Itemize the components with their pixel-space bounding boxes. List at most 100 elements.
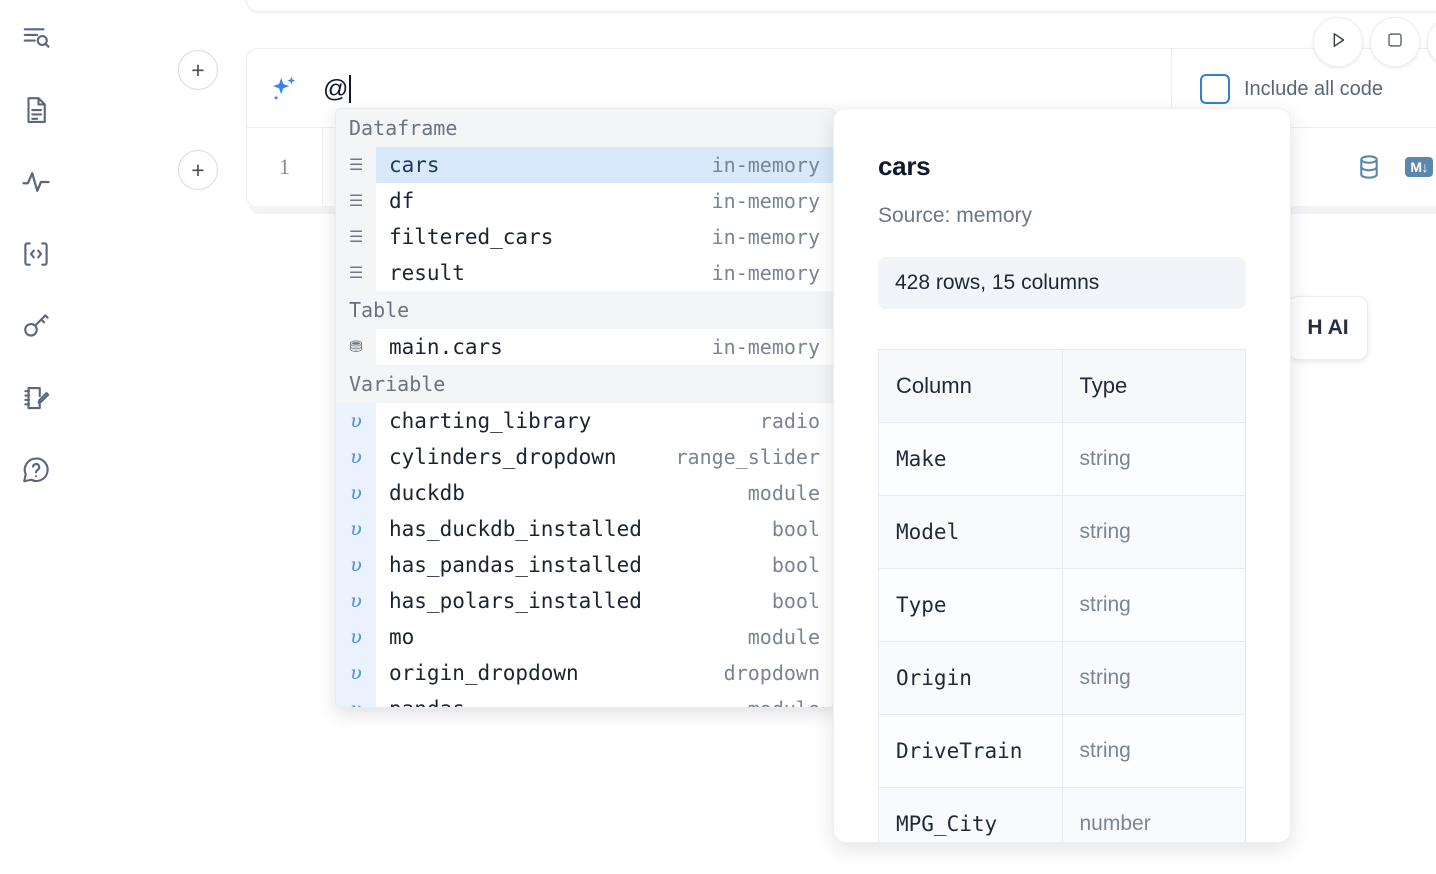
autocomplete-item[interactable]: ⛃ main.cars in-memory	[336, 329, 834, 365]
markdown-badge-label: M↓	[1405, 156, 1433, 178]
ai-prompt-input[interactable]: @	[247, 49, 1172, 129]
autocomplete-item-label: pandas	[376, 697, 748, 707]
play-icon	[1327, 29, 1349, 56]
sidebar-item-help[interactable]	[14, 448, 58, 492]
explore-icon	[21, 23, 51, 53]
activity-icon	[21, 167, 51, 197]
code-cell-icons: M↓	[1355, 128, 1433, 206]
document-icon	[21, 95, 51, 125]
autocomplete-item[interactable]: υpandasmodule	[336, 691, 834, 707]
line-number: 1	[247, 128, 323, 206]
autocomplete-item-meta: bool	[771, 553, 820, 577]
code-icon	[21, 239, 51, 269]
table-column-header: Type	[1061, 349, 1246, 423]
table-column-header: Column	[878, 349, 1063, 423]
autocomplete-item-meta: radio	[759, 409, 820, 433]
stop-button[interactable]	[1370, 17, 1420, 67]
autocomplete-item-label: has_polars_installed	[389, 589, 642, 613]
table-cell-column-name: MPG_City	[878, 787, 1063, 842]
generate-with-ai-button[interactable]: H AI	[1288, 296, 1368, 360]
include-all-code-checkbox[interactable]	[1200, 74, 1230, 104]
add-cell-below-button[interactable]: +	[178, 150, 218, 190]
variable-icon: υ	[336, 403, 376, 439]
autocomplete-item-meta: in-memory	[711, 335, 820, 359]
autocomplete-item[interactable]: υ has_duckdb_installed bool	[336, 511, 834, 547]
sidebar-item-scratchpad[interactable]	[14, 376, 58, 420]
table-cell-column-name: Make	[878, 422, 1063, 496]
ai-prompt-text: @	[323, 75, 352, 104]
autocomplete-item-label: main.cars	[389, 335, 503, 359]
autocomplete-item-label: df	[389, 189, 415, 213]
variable-icon: υ	[336, 511, 376, 547]
autocomplete-item-label: has_pandas_installed	[389, 553, 642, 577]
database-icon[interactable]	[1355, 153, 1383, 181]
autocomplete-group-header: Table	[336, 291, 834, 329]
table-cell-column-type: string	[1061, 495, 1246, 569]
add-cell-above-button[interactable]: +	[178, 50, 218, 90]
autocomplete-group-header: Variable	[336, 365, 834, 403]
table-cell-column-type: number	[1061, 787, 1246, 842]
autocomplete-group-header: Dataframe	[336, 109, 834, 147]
sidebar-item-code[interactable]	[14, 232, 58, 276]
autocomplete-item-meta: in-memory	[711, 261, 820, 285]
table-cell-column-type: string	[1061, 422, 1246, 496]
preview-stats: 428 rows, 15 columns	[878, 257, 1246, 309]
sidebar-item-notebook[interactable]	[14, 88, 58, 132]
autocomplete-item-label: filtered_cars	[389, 225, 554, 249]
sparkle-icon	[267, 72, 301, 106]
autocomplete-item-label: charting_library	[389, 409, 592, 433]
dataframe-icon: ☰	[336, 147, 376, 183]
previous-cell-edge	[246, 0, 1436, 12]
sidebar-item-activity[interactable]	[14, 160, 58, 204]
autocomplete-item-label: mo	[389, 625, 415, 649]
autocomplete-item-meta: range_slider	[675, 445, 821, 469]
autocomplete-item-meta: module	[747, 625, 820, 649]
table-icon: ⛃	[336, 329, 376, 365]
autocomplete-item-meta: bool	[771, 517, 820, 541]
autocomplete-item-label: has_duckdb_installed	[389, 517, 642, 541]
variable-icon: υ	[336, 583, 376, 619]
run-button[interactable]	[1313, 17, 1363, 67]
autocomplete-item-meta: dropdown	[723, 661, 820, 685]
autocomplete-item-label: origin_dropdown	[389, 661, 579, 685]
autocomplete-item-meta: module	[747, 481, 820, 505]
stop-square-icon	[1384, 29, 1406, 56]
dataframe-icon: ☰	[336, 219, 376, 255]
sidebar-item-secrets[interactable]	[14, 304, 58, 348]
text-cursor	[349, 75, 352, 103]
autocomplete-item-meta: in-memory	[711, 225, 820, 249]
variable-icon: υ	[336, 619, 376, 655]
markdown-icon[interactable]: M↓	[1405, 156, 1433, 178]
preview-source: Source: memory	[878, 204, 1033, 227]
table-cell-column-type: string	[1061, 641, 1246, 715]
sidebar-rail	[0, 0, 72, 874]
sidebar-item-explore[interactable]	[14, 16, 58, 60]
variable-icon: υ	[336, 691, 376, 707]
table-cell-column-name: Origin	[878, 641, 1063, 715]
autocomplete-item[interactable]: ☰ filtered_cars in-memory	[336, 219, 834, 255]
autocomplete-item[interactable]: υ charting_library radio	[336, 403, 834, 439]
autocomplete-item-label: result	[389, 261, 465, 285]
help-icon	[21, 455, 51, 485]
dataframe-preview-panel: cars Source: memory 428 rows, 15 columns…	[833, 108, 1291, 843]
table-cell-column-type: string	[1061, 568, 1246, 642]
